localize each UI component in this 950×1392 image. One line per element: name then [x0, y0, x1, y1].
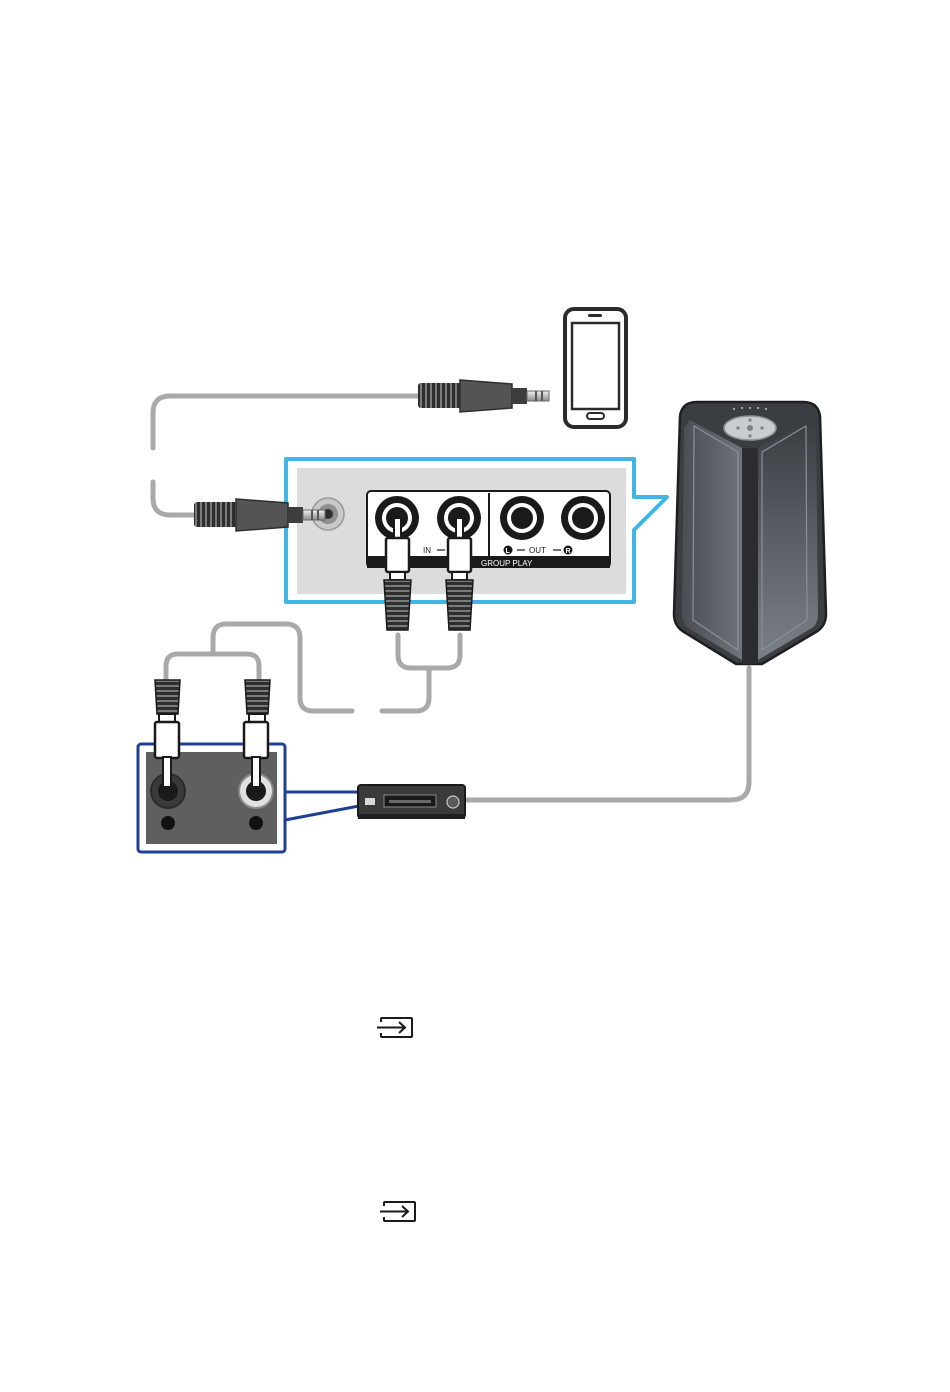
- group-play-label: GROUP PLAY: [481, 559, 533, 568]
- speaker-cable: [465, 668, 749, 800]
- rca-cable-right-run: [382, 668, 429, 711]
- rca-cable-left: [166, 654, 259, 680]
- audio-device-icon: [358, 785, 465, 819]
- out-left-marker: L: [506, 548, 511, 555]
- input-source-icon: [380, 1202, 415, 1221]
- rca-cable-right: [398, 635, 460, 668]
- out-right-marker: R: [566, 548, 571, 555]
- in-label: IN: [423, 546, 431, 555]
- speaker-icon: [674, 402, 826, 664]
- smartphone-icon: [565, 309, 626, 427]
- aux-plug-phone: [418, 380, 549, 412]
- out-label: OUT: [529, 546, 546, 555]
- rca-cable-right-run2: [213, 624, 352, 711]
- input-source-icon: [377, 1018, 412, 1037]
